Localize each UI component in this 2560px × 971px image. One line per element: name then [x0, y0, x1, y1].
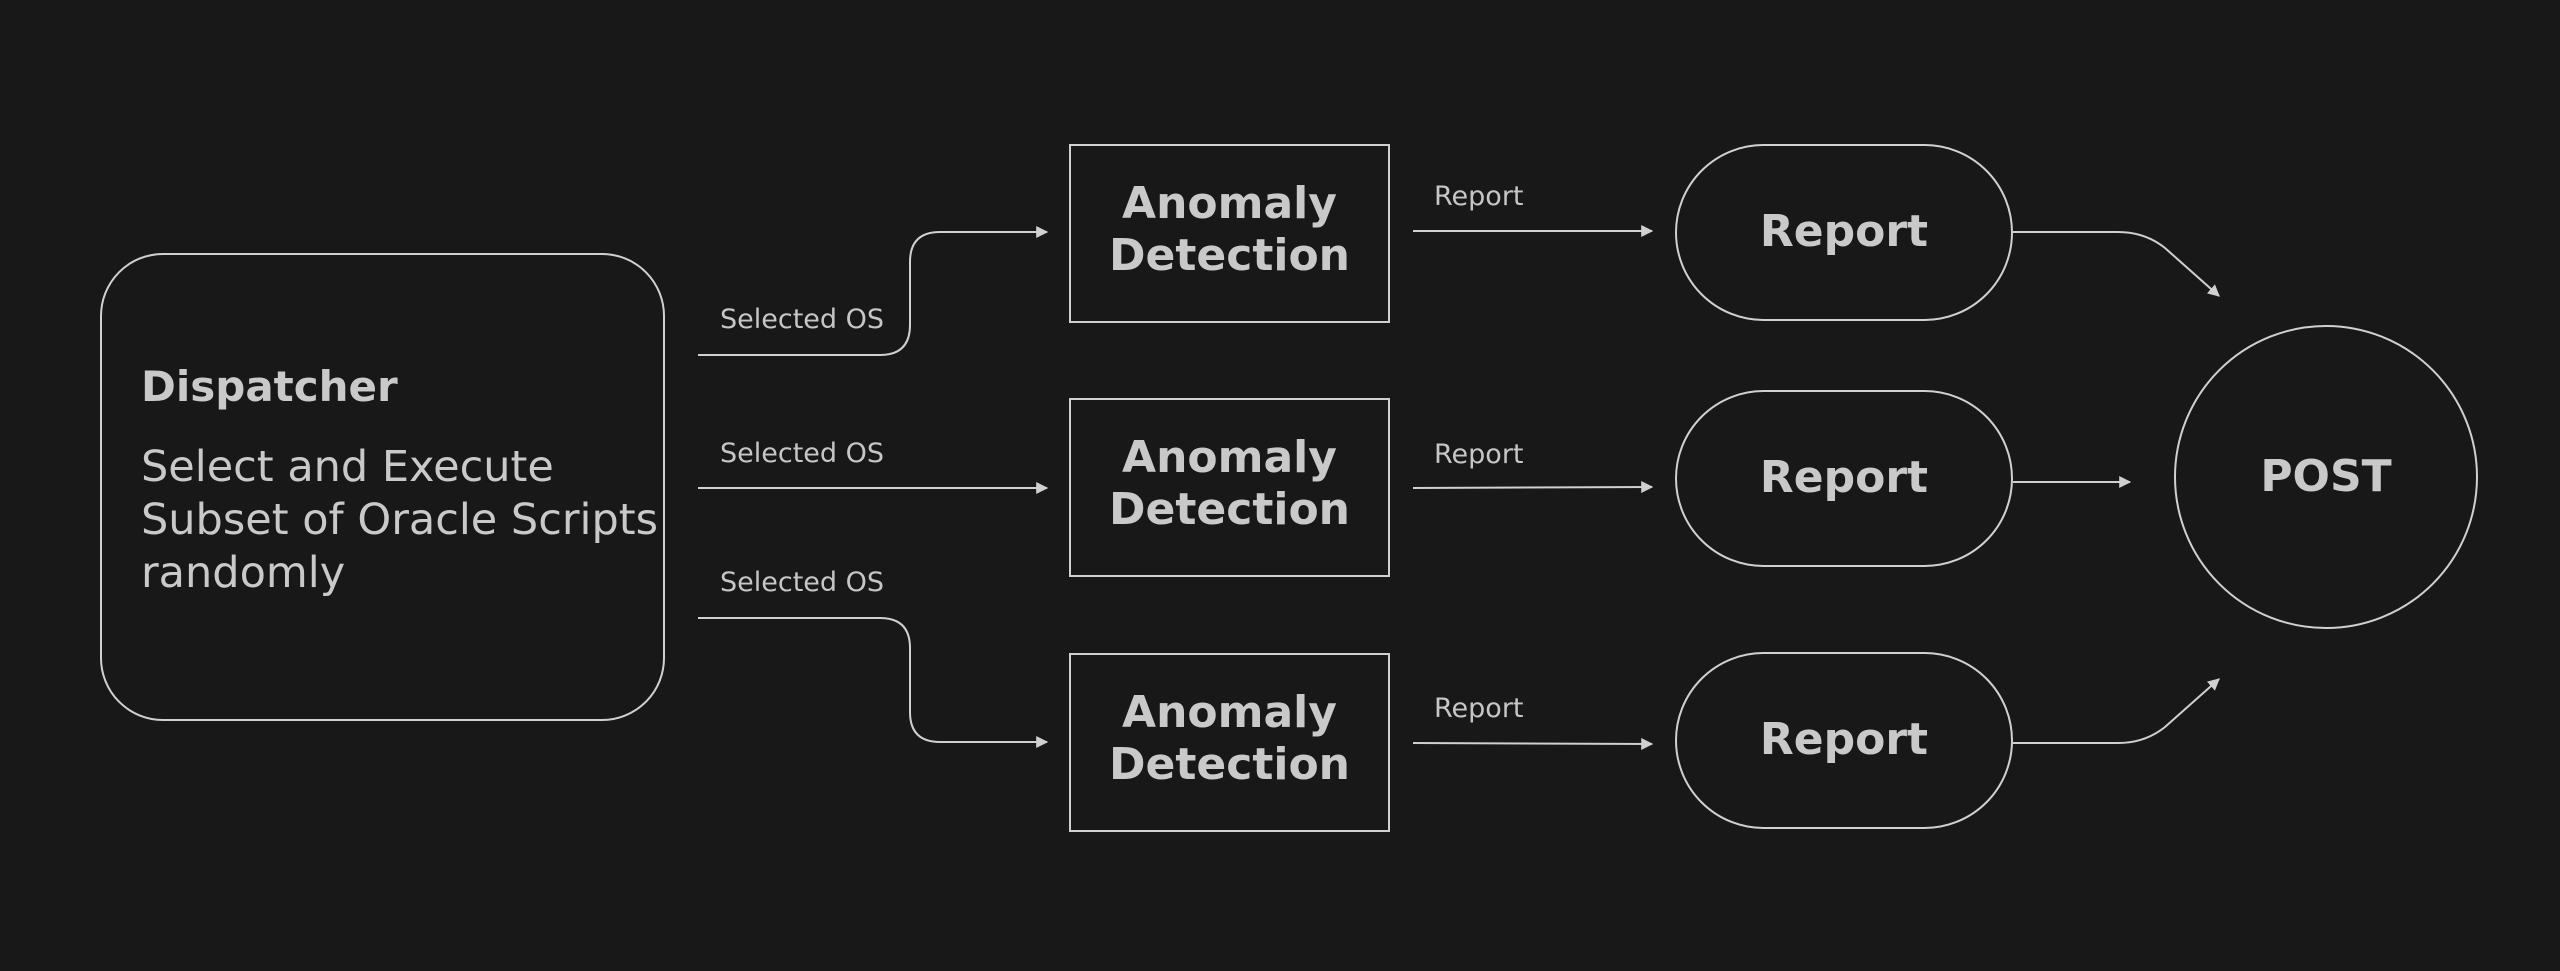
edge-report-3 — [1412, 737, 1654, 750]
report-node-3 — [1675, 652, 2013, 829]
anomaly-detection-line2: Detection — [1109, 739, 1350, 790]
dispatcher-description: Select and Execute Subset of Oracle Scri… — [141, 442, 659, 598]
anomaly-detection-line1: Anomaly — [1122, 687, 1337, 738]
report-edge-label-3: Report — [1434, 693, 1524, 724]
edge-post-3 — [2013, 678, 2220, 744]
anomaly-detection-node-1 — [1069, 144, 1390, 323]
report-node-label-3: Report — [1759, 714, 1929, 765]
report-edge-label-1: Report — [1434, 181, 1524, 212]
report-node-label-1: Report — [1759, 206, 1929, 257]
anomaly-detection-line2: Detection — [1109, 484, 1350, 535]
selected-os-label-3: Selected OS — [720, 567, 885, 598]
edge-report-2 — [1412, 481, 1654, 494]
anomaly-detection-label-2: Anomaly Detection — [1070, 432, 1389, 536]
anomaly-detection-label-3: Anomaly Detection — [1070, 687, 1389, 791]
post-label: POST — [2260, 451, 2392, 502]
dispatcher-node — [100, 253, 665, 721]
edge-post-1 — [2013, 231, 2220, 297]
anomaly-detection-line1: Anomaly — [1122, 178, 1337, 229]
report-node-1 — [1675, 144, 2013, 321]
report-node-label-2: Report — [1759, 452, 1929, 503]
selected-os-label-2: Selected OS — [720, 438, 885, 469]
report-edge-label-2: Report — [1434, 439, 1524, 470]
report-node-2 — [1675, 390, 2013, 567]
post-node — [2174, 325, 2478, 629]
anomaly-detection-line2: Detection — [1109, 230, 1350, 281]
anomaly-detection-line1: Anomaly — [1122, 432, 1337, 483]
dispatcher-title: Dispatcher — [141, 362, 398, 411]
anomaly-detection-node-2 — [1069, 398, 1390, 577]
selected-os-label-1: Selected OS — [720, 304, 885, 335]
anomaly-detection-node-3 — [1069, 653, 1390, 832]
edge-dispatch-3 — [698, 617, 1049, 748]
anomaly-detection-label-1: Anomaly Detection — [1070, 178, 1389, 282]
edge-dispatch-1 — [698, 226, 1049, 356]
